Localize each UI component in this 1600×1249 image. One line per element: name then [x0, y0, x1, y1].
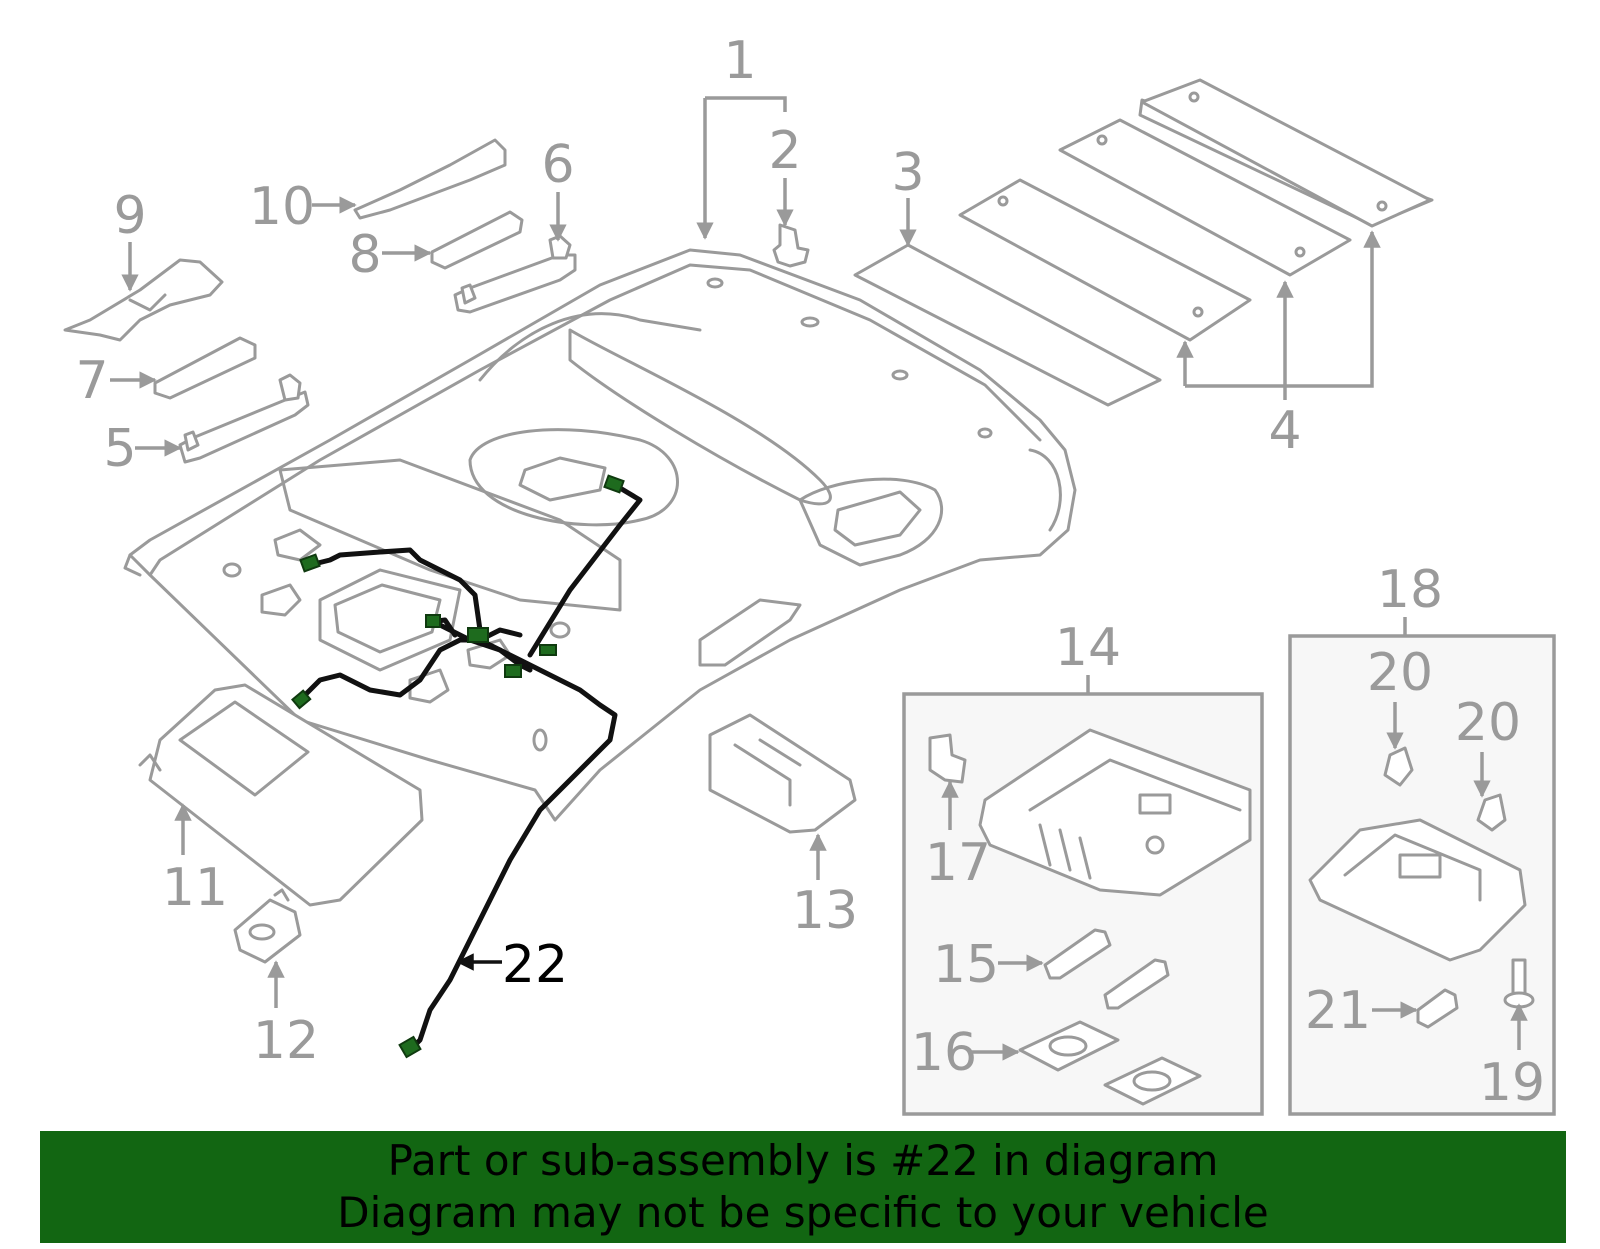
bracket-part-8 — [430, 210, 524, 270]
dome-lamp-part-18 — [1308, 818, 1527, 962]
bracket-part-10 — [353, 138, 507, 220]
callout-9[interactable]: 9 — [113, 186, 146, 246]
callout-6[interactable]: 6 — [541, 135, 574, 195]
assist-grip-part-5 — [178, 373, 310, 464]
callout-21[interactable]: 21 — [1305, 981, 1371, 1041]
callout-18[interactable]: 18 — [1377, 560, 1443, 620]
callout-10[interactable]: 10 — [249, 177, 315, 237]
callout-5[interactable]: 5 — [103, 419, 136, 479]
part-17 — [928, 733, 967, 784]
callout-1[interactable]: 1 — [723, 31, 756, 91]
wiring-harness-part-22[interactable] — [291, 474, 643, 1059]
callout-13[interactable]: 13 — [792, 881, 858, 941]
callout-17[interactable]: 17 — [925, 833, 991, 893]
callout-22[interactable]: 22 — [502, 935, 568, 995]
callout-20b[interactable]: 20 — [1455, 693, 1521, 753]
bracket-part-9 — [63, 258, 224, 342]
callout-11[interactable]: 11 — [162, 858, 228, 918]
callout-12[interactable]: 12 — [253, 1011, 319, 1071]
bulb-part-15 — [1043, 928, 1170, 1010]
banner-line-part-number: Part or sub-assembly is #22 in diagram — [387, 1136, 1219, 1185]
pad-part-16 — [1018, 1020, 1202, 1106]
callout-2[interactable]: 2 — [768, 121, 801, 181]
clip-part-2 — [772, 223, 810, 268]
assist-grip-part-6 — [453, 234, 577, 314]
callout-16[interactable]: 16 — [911, 1023, 977, 1083]
leader-lines — [110, 96, 1528, 1061]
bracket-part-13 — [708, 713, 857, 834]
pads-part-3-4 — [853, 78, 1434, 407]
headliner — [123, 248, 1077, 822]
callout-19[interactable]: 19 — [1479, 1053, 1545, 1113]
callout-8[interactable]: 8 — [348, 225, 381, 285]
banner-line-disclaimer: Diagram may not be specific to your vehi… — [337, 1188, 1269, 1237]
sun-visor-part-11 — [138, 683, 424, 907]
bracket-part-7 — [153, 336, 257, 400]
map-lamp-part-14 — [978, 728, 1252, 897]
clip-part-12 — [233, 888, 302, 964]
callout-7[interactable]: 7 — [75, 351, 108, 411]
callout-20a[interactable]: 20 — [1367, 643, 1433, 703]
info-banner: Part or sub-assembly is #22 in diagram D… — [40, 1131, 1566, 1243]
callout-3[interactable]: 3 — [891, 143, 924, 203]
callout-15[interactable]: 15 — [933, 935, 999, 995]
callout-14[interactable]: 14 — [1055, 618, 1121, 678]
bulb-part-21 — [1416, 988, 1459, 1029]
callout-4[interactable]: 4 — [1268, 401, 1301, 461]
callout-labels: 1 2 3 4 5 6 7 8 9 10 11 12 13 14 17 15 1… — [75, 31, 1545, 1113]
